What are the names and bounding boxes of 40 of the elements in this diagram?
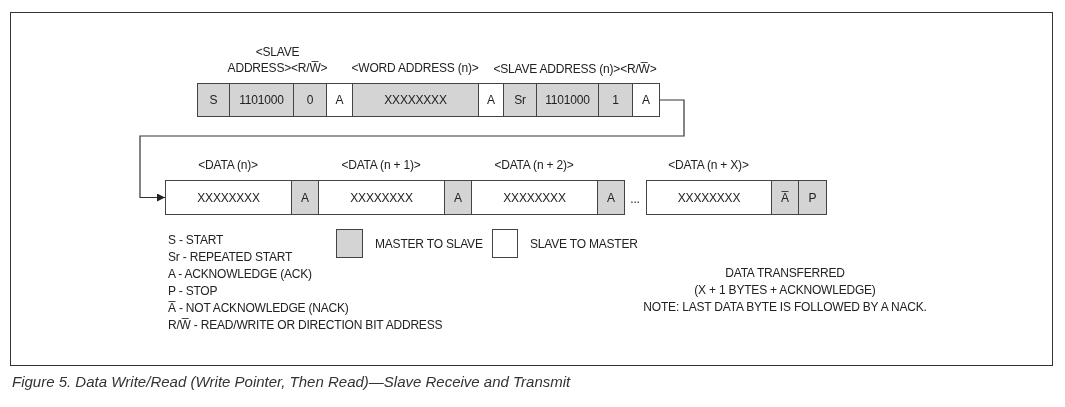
abbreviation-text: Sr - REPEATED START bbox=[168, 249, 293, 265]
stop-field: P bbox=[798, 180, 827, 215]
figure-caption: Figure 5. Data Write/Read (Write Pointer, Then Read)—Slave Receive and Transmit bbox=[12, 373, 571, 390]
abbreviation-text: S - START bbox=[168, 232, 224, 248]
address-field: 1101000 bbox=[229, 83, 294, 117]
field-label: <DATA (n + 2)> bbox=[494, 157, 574, 173]
data-field: XXXXXXXX bbox=[646, 180, 772, 215]
word-address-field: XXXXXXXX bbox=[352, 83, 479, 117]
connector-arrow bbox=[139, 99, 685, 202]
ack-field: A bbox=[291, 180, 319, 215]
field-label: <WORD ADDRESS (n)> bbox=[351, 60, 479, 76]
repeated-start-field: Sr bbox=[503, 83, 537, 117]
data-field: XXXXXXXX bbox=[318, 180, 445, 215]
field-label: <DATA (n + 1)> bbox=[341, 157, 421, 173]
ack-field: A bbox=[444, 180, 472, 215]
field-label: <DATA (n + X)> bbox=[668, 157, 749, 173]
rw-bit-field: 0 bbox=[293, 83, 327, 117]
rw-bit-field: 1 bbox=[598, 83, 633, 117]
note-text: (X + 1 BYTES + ACKNOWLEDGE) bbox=[694, 282, 876, 298]
nack-field: A̅ bbox=[771, 180, 799, 215]
legend-label: SLAVE TO MASTER bbox=[530, 236, 638, 252]
abbreviation-text: A̅ - NOT ACKNOWLEDGE (NACK) bbox=[168, 300, 349, 316]
field-label: <DATA (n)> bbox=[198, 157, 258, 173]
ack-field: A bbox=[632, 83, 660, 117]
abbreviation-text: A - ACKNOWLEDGE (ACK) bbox=[168, 266, 312, 282]
ellipsis: ... bbox=[630, 191, 640, 207]
legend-label: MASTER TO SLAVE bbox=[375, 236, 483, 252]
data-field: XXXXXXXX bbox=[165, 180, 292, 215]
abbreviation-text: R/W̅ - READ/WRITE OR DIRECTION BIT ADDRESS bbox=[168, 317, 443, 333]
ack-field: A bbox=[478, 83, 504, 117]
abbreviation-text: P - STOP bbox=[168, 283, 218, 299]
field-label: <SLAVE ADDRESS (n)><R/W̅> bbox=[493, 61, 657, 77]
address-field: 1101000 bbox=[536, 83, 599, 117]
start-field: S bbox=[197, 83, 230, 117]
note-text: NOTE: LAST DATA BYTE IS FOLLOWED BY A NACK. bbox=[643, 299, 927, 315]
note-text: DATA TRANSFERRED bbox=[725, 265, 845, 281]
ack-field: A bbox=[597, 180, 625, 215]
ack-field: A bbox=[326, 83, 353, 117]
field-label: <SLAVE ADDRESS><R/W̅> bbox=[227, 44, 328, 76]
data-field: XXXXXXXX bbox=[471, 180, 598, 215]
